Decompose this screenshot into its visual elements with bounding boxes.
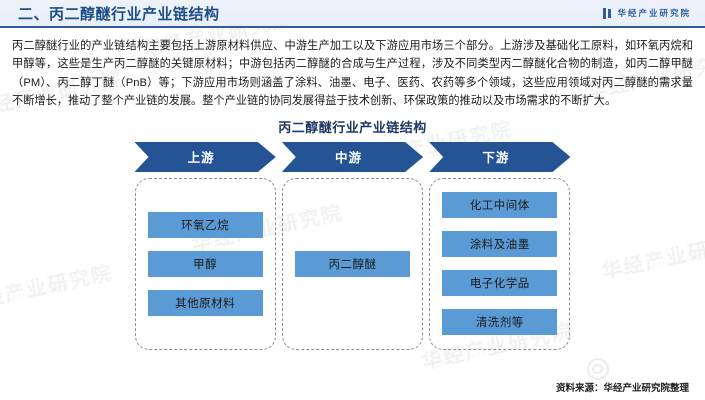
weibo-watermark-icon — [587, 358, 609, 380]
stage-column-downstream: 化工中间体 涂料及油墨 电子化学品 清洗剂等 — [429, 177, 571, 350]
page-title: 二、丙二醇醚行业产业链结构 — [18, 5, 220, 23]
stage-chevron-upstream: 上游 — [135, 142, 276, 172]
node-item: 电子化学品 — [442, 270, 558, 297]
stage-column-midstream: 丙二醇醚 — [281, 177, 424, 350]
node-item: 清洗剂等 — [442, 309, 558, 336]
stage-label: 下游 — [482, 151, 510, 166]
brand-logo: 华经产业研究院 — [603, 7, 691, 19]
stage-chevron-downstream: 下游 — [429, 142, 570, 172]
stage-chevron-row: 上游 中游 下游 — [135, 142, 571, 172]
figure-title: 丙二醇醚行业产业链结构 — [278, 119, 427, 135]
node-item: 其他原材料 — [147, 289, 263, 316]
double-bar-logo-icon — [603, 7, 612, 19]
brand-name: 华经产业研究院 — [617, 8, 691, 18]
stage-chevron-midstream: 中游 — [282, 142, 423, 172]
page-header: 二、丙二醇醚行业产业链结构 华经产业研究院 — [0, 0, 705, 28]
source-note: 资料来源：华经产业研究院整理 — [555, 383, 689, 394]
intro-paragraph: 丙二醇醚行业的产业链结构主要包括上游原材料供应、中游生产加工以及下游应用市场三个… — [12, 40, 693, 108]
node-item: 化工中间体 — [442, 192, 558, 219]
stage-column-upstream: 环氧乙烷 甲醇 其他原材料 — [134, 177, 276, 350]
node-item: 丙二醇醚 — [294, 250, 411, 277]
node-item: 环氧乙烷 — [147, 211, 263, 238]
node-item: 甲醇 — [147, 250, 263, 277]
stage-label: 上游 — [187, 151, 215, 166]
value-chain-figure: 丙二醇醚行业产业链结构 上游 中游 下游 环氧乙烷 甲醇 其他原材料 丙二醇醚 … — [0, 117, 705, 350]
stage-label: 中游 — [334, 151, 362, 166]
stage-columns: 环氧乙烷 甲醇 其他原材料 丙二醇醚 化工中间体 涂料及油墨 电子化学品 清洗剂… — [134, 177, 571, 350]
node-item: 涂料及油墨 — [442, 231, 558, 258]
